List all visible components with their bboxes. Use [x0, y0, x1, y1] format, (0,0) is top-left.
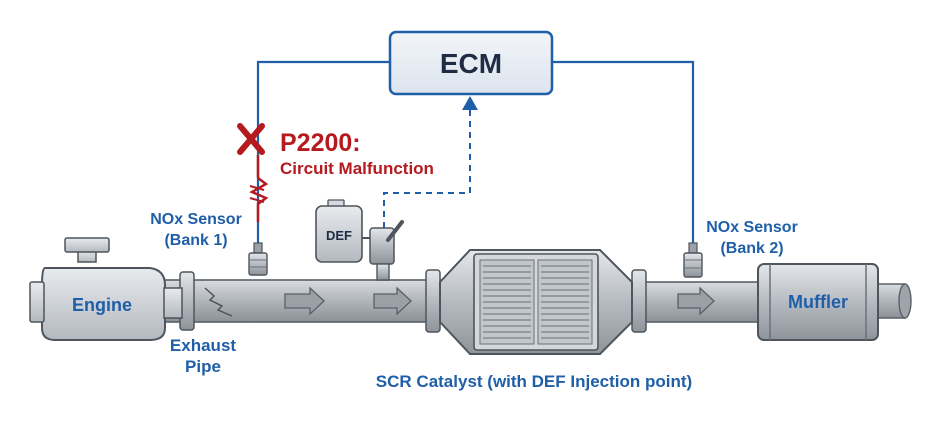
- bank2-signal-wire: [552, 60, 695, 245]
- fault-description: Circuit Malfunction: [280, 159, 434, 178]
- nox-sensor-bank2[interactable]: [683, 242, 703, 278]
- fault-indicator: P2200: Circuit Malfunction: [237, 123, 434, 222]
- engine[interactable]: Engine: [29, 237, 183, 341]
- flow-arrow-icon: [373, 286, 412, 316]
- pipe-crack-icon: [204, 287, 233, 317]
- pipe-flange: [631, 269, 647, 333]
- muffler[interactable]: Muffler: [757, 263, 879, 341]
- engine-label: Engine: [72, 295, 132, 315]
- broken-wire-zigzag-icon: [249, 177, 269, 222]
- flow-arrow-icon: [677, 286, 715, 316]
- pipe-flange: [425, 269, 441, 333]
- def-tank-label: DEF: [326, 228, 352, 243]
- scr-catalyst[interactable]: [439, 249, 633, 355]
- bank1-signal-wire: [256, 60, 390, 245]
- def-tank[interactable]: DEF: [315, 199, 363, 263]
- fault-x-icon: [237, 123, 265, 155]
- flow-arrow-icon: [284, 286, 325, 316]
- dashed-arrow-head-icon: [462, 96, 478, 110]
- nox-sensor-bank2-label-line2: (Bank 2): [720, 240, 783, 257]
- nox-sensor-bank1-label-line1: NOx Sensor: [150, 211, 242, 228]
- exhaust-pipe-label-line1: Exhaust: [170, 336, 236, 355]
- nox-sensor-bank1[interactable]: [248, 242, 268, 276]
- ecm-module[interactable]: ECM: [388, 30, 554, 96]
- exhaust-pipe: [149, 269, 912, 333]
- wiring: [256, 60, 695, 245]
- nox-sensor-bank2-label-line1: NOx Sensor: [706, 219, 798, 236]
- scr-catalyst-label: SCR Catalyst (with DEF Injection point): [376, 372, 692, 391]
- nox-sensor-bank1-label-line2: (Bank 1): [164, 232, 227, 249]
- fault-code: P2200:: [280, 129, 361, 157]
- exhaust-pipe-label-line2: Pipe: [185, 357, 221, 376]
- muffler-label: Muffler: [788, 292, 848, 312]
- def-injector[interactable]: [362, 220, 404, 281]
- ecm-label: ECM: [440, 48, 502, 79]
- def-injector-dashed-line: [383, 100, 471, 228]
